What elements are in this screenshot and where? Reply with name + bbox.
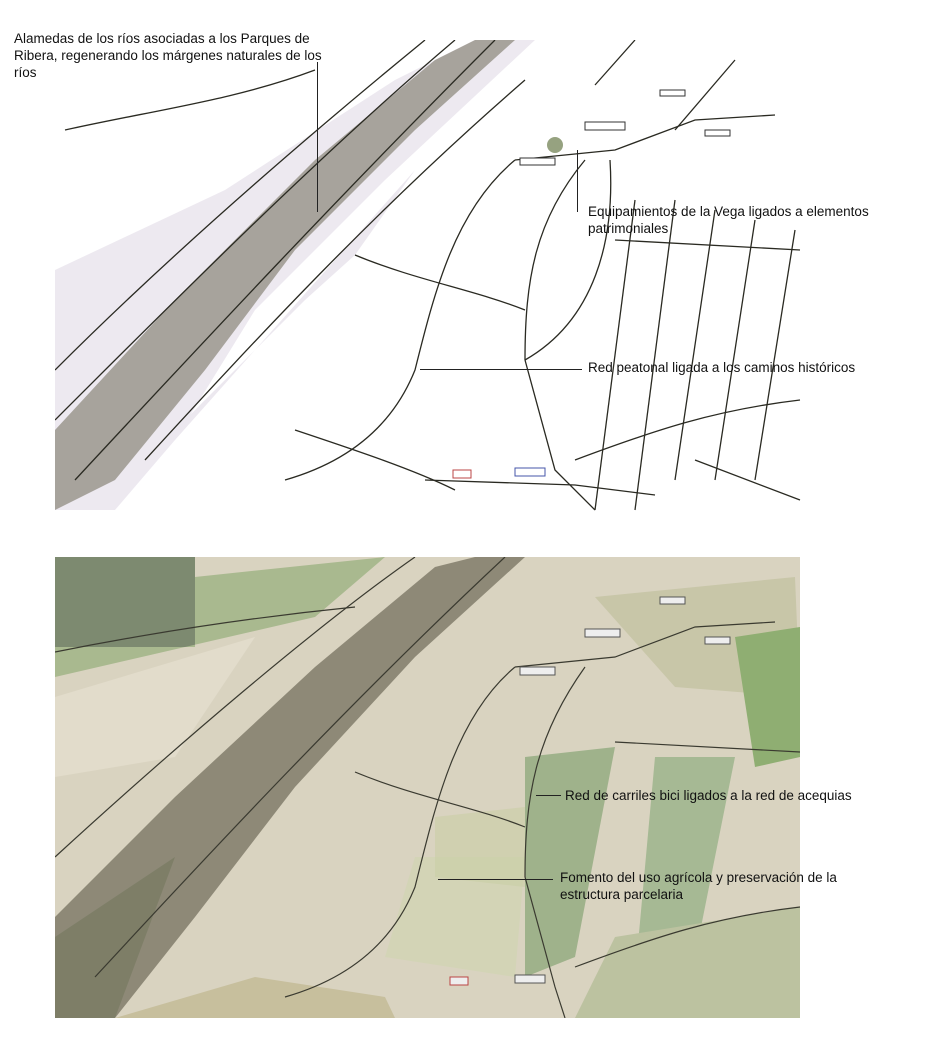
leader-line-alamedas [317, 62, 318, 212]
leader-line-carriles-bici [536, 795, 561, 796]
photo-aerial-view [55, 557, 800, 1018]
leader-line-fomento [438, 879, 553, 880]
label-red-peatonal: Red peatonal ligada a los caminos histór… [588, 360, 856, 375]
label-carriles-bici: Red de carriles bici ligados a la red de… [565, 788, 852, 803]
photo-drawing [55, 557, 800, 1018]
label-fomento: Fomento del uso agrícola y preservación … [560, 870, 837, 902]
label-alamedas: Alamedas de los ríos asociadas a los Par… [14, 31, 322, 80]
label-equipamientos: Equipamientos de la Vega ligados a eleme… [588, 204, 869, 236]
leader-line-equipamientos [577, 150, 578, 212]
leader-line-red-peatonal [420, 369, 582, 370]
sketch-aerial-view [55, 40, 805, 512]
sketch-drawing [55, 40, 805, 512]
